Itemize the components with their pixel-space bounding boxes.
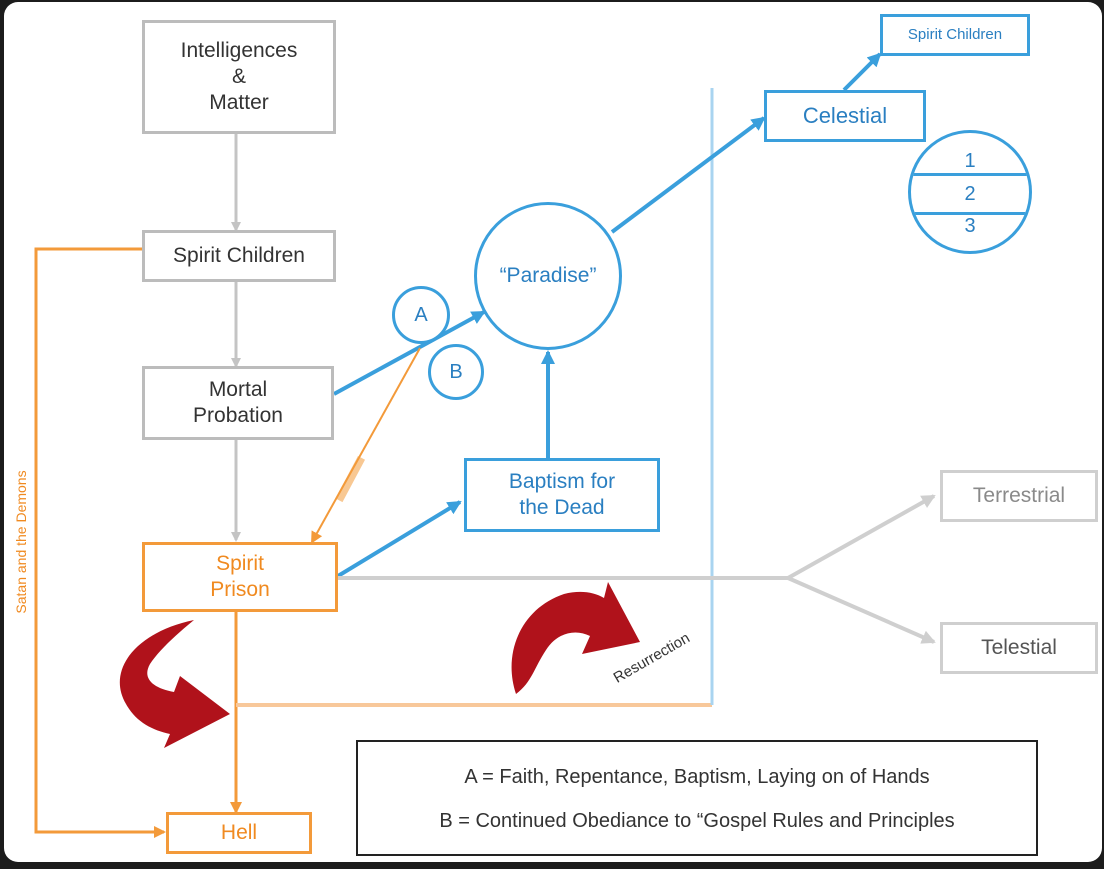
degree-divider-1 bbox=[911, 173, 1029, 176]
node-celestial: Celestial bbox=[764, 90, 926, 142]
node-baptism-dead: Baptism for the Dead bbox=[464, 458, 660, 532]
legend-a: A = Faith, Repentance, Baptism, Laying o… bbox=[464, 766, 930, 788]
red-curved-arrow-left bbox=[119, 620, 230, 748]
arrow-to-telestial bbox=[787, 576, 936, 644]
degree-divider-2 bbox=[911, 212, 1029, 215]
degree-1: 1 bbox=[964, 150, 976, 172]
degree-2: 2 bbox=[964, 182, 976, 205]
arrow-paradise-to-prison bbox=[311, 347, 421, 544]
legend-box: A = Faith, Repentance, Baptism, Laying o… bbox=[356, 740, 1038, 856]
diagram-canvas: Satan and the Demons Resurrection Intell… bbox=[4, 2, 1102, 862]
arrow-prison-to-baptism bbox=[336, 500, 462, 578]
node-hell: Hell bbox=[166, 812, 312, 854]
red-curved-arrow-right bbox=[511, 582, 640, 694]
marker-a: A bbox=[392, 286, 450, 344]
node-telestial: Telestial bbox=[940, 622, 1098, 674]
node-mortal-probation: Mortal Probation bbox=[142, 366, 334, 440]
celestial-degrees: 1 2 3 bbox=[908, 130, 1032, 254]
orange-line-label bbox=[335, 455, 366, 503]
node-spirit-prison: Spirit Prison bbox=[142, 542, 338, 612]
node-spirit-children-top: Spirit Children bbox=[880, 14, 1030, 56]
legend-b: B = Continued Obediance to “Gospel Rules… bbox=[439, 810, 955, 832]
marker-b: B bbox=[428, 344, 484, 400]
node-terrestrial: Terrestrial bbox=[940, 470, 1098, 522]
satan-label: Satan and the Demons bbox=[13, 470, 29, 613]
node-paradise: “Paradise” bbox=[474, 202, 622, 350]
arrow-paradise-to-celestial bbox=[610, 116, 766, 234]
node-intelligences: Intelligences & Matter bbox=[142, 20, 336, 134]
arrow-to-terrestrial bbox=[787, 494, 936, 580]
degree-3: 3 bbox=[964, 215, 976, 237]
connector-layer: Satan and the Demons Resurrection bbox=[13, 52, 936, 838]
arrow-celestial-to-spirit-children bbox=[842, 52, 882, 92]
satan-demons-path bbox=[34, 247, 166, 838]
node-spirit-children: Spirit Children bbox=[142, 230, 336, 282]
arrow-mortal-to-paradise bbox=[333, 310, 486, 396]
